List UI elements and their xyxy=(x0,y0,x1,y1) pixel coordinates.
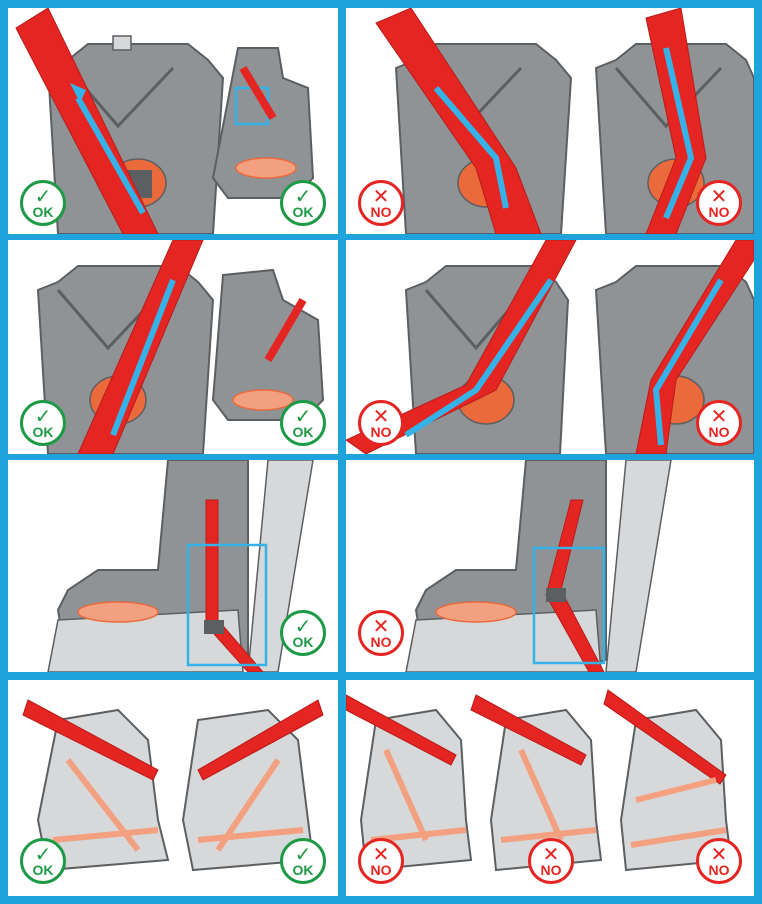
check-icon: ✓ xyxy=(294,842,312,866)
illustration-side-belt-incorrect xyxy=(405,460,672,672)
ok-badge: ✓ OK xyxy=(280,400,326,446)
illustration-side-belt-correct xyxy=(47,460,314,672)
no-badge: ✕ NO xyxy=(528,838,574,884)
panel-row4-incorrect: ✕ NO ✕ NO ✕ NO xyxy=(346,680,754,896)
badge-label: OK xyxy=(32,862,54,878)
badge-label: NO xyxy=(370,424,392,440)
panel-row1-correct: ✓ OK ✓ OK xyxy=(8,8,338,234)
badge-label: NO xyxy=(370,204,392,220)
panel-row2-incorrect: ✕ NO ✕ NO xyxy=(346,240,754,454)
check-icon: ✓ xyxy=(34,404,52,428)
ok-badge: ✓ OK xyxy=(20,180,66,226)
cross-icon: ✕ xyxy=(710,404,728,428)
ok-badge: ✓ OK xyxy=(280,838,326,884)
panel-row2-correct: ✓ OK ✓ OK xyxy=(8,240,338,454)
cross-icon: ✕ xyxy=(372,842,390,866)
cross-icon: ✕ xyxy=(372,614,390,638)
badge-label: OK xyxy=(292,424,314,440)
badge-label: NO xyxy=(370,862,392,878)
illustration-belt-guide-correct-mirrored xyxy=(36,240,325,454)
no-badge: ✕ NO xyxy=(358,838,404,884)
panel-row1-incorrect: ✕ NO ✕ NO xyxy=(346,8,754,234)
illustration-belt-guide-correct xyxy=(15,8,315,234)
badge-label: NO xyxy=(708,862,730,878)
ok-badge: ✓ OK xyxy=(280,180,326,226)
no-badge: ✕ NO xyxy=(696,180,742,226)
ok-badge: ✓ OK xyxy=(20,838,66,884)
illustration-belt-guide-incorrect xyxy=(375,8,754,234)
panel-row3-correct: ✓ OK xyxy=(8,460,338,672)
cross-icon: ✕ xyxy=(710,842,728,866)
badge-label: NO xyxy=(708,204,730,220)
illustration-belt-guide-incorrect-mirrored xyxy=(346,240,754,454)
check-icon: ✓ xyxy=(34,842,52,866)
cross-icon: ✕ xyxy=(710,184,728,208)
no-badge: ✕ NO xyxy=(696,400,742,446)
badge-label: OK xyxy=(32,424,54,440)
illustration-lap-belt-correct xyxy=(22,699,324,872)
badge-label: OK xyxy=(292,204,314,220)
badge-label: NO xyxy=(370,634,392,650)
panel-row3-incorrect: ✕ NO xyxy=(346,460,754,672)
cross-icon: ✕ xyxy=(372,404,390,428)
panel-row4-correct: ✓ OK ✓ OK xyxy=(8,680,338,896)
ok-badge: ✓ OK xyxy=(280,610,326,656)
badge-label: OK xyxy=(292,634,314,650)
no-badge: ✕ NO xyxy=(358,400,404,446)
no-badge: ✕ NO xyxy=(358,610,404,656)
cross-icon: ✕ xyxy=(542,842,560,866)
badge-label: NO xyxy=(540,862,562,878)
no-badge: ✕ NO xyxy=(358,180,404,226)
illustration-lap-belt-incorrect xyxy=(346,689,733,872)
no-badge: ✕ NO xyxy=(696,838,742,884)
badge-label: OK xyxy=(32,204,54,220)
ok-badge: ✓ OK xyxy=(20,400,66,446)
cross-icon: ✕ xyxy=(372,184,390,208)
check-icon: ✓ xyxy=(34,184,52,208)
check-icon: ✓ xyxy=(294,184,312,208)
check-icon: ✓ xyxy=(294,404,312,428)
badge-label: OK xyxy=(292,862,314,878)
check-icon: ✓ xyxy=(294,614,312,638)
badge-label: NO xyxy=(708,424,730,440)
